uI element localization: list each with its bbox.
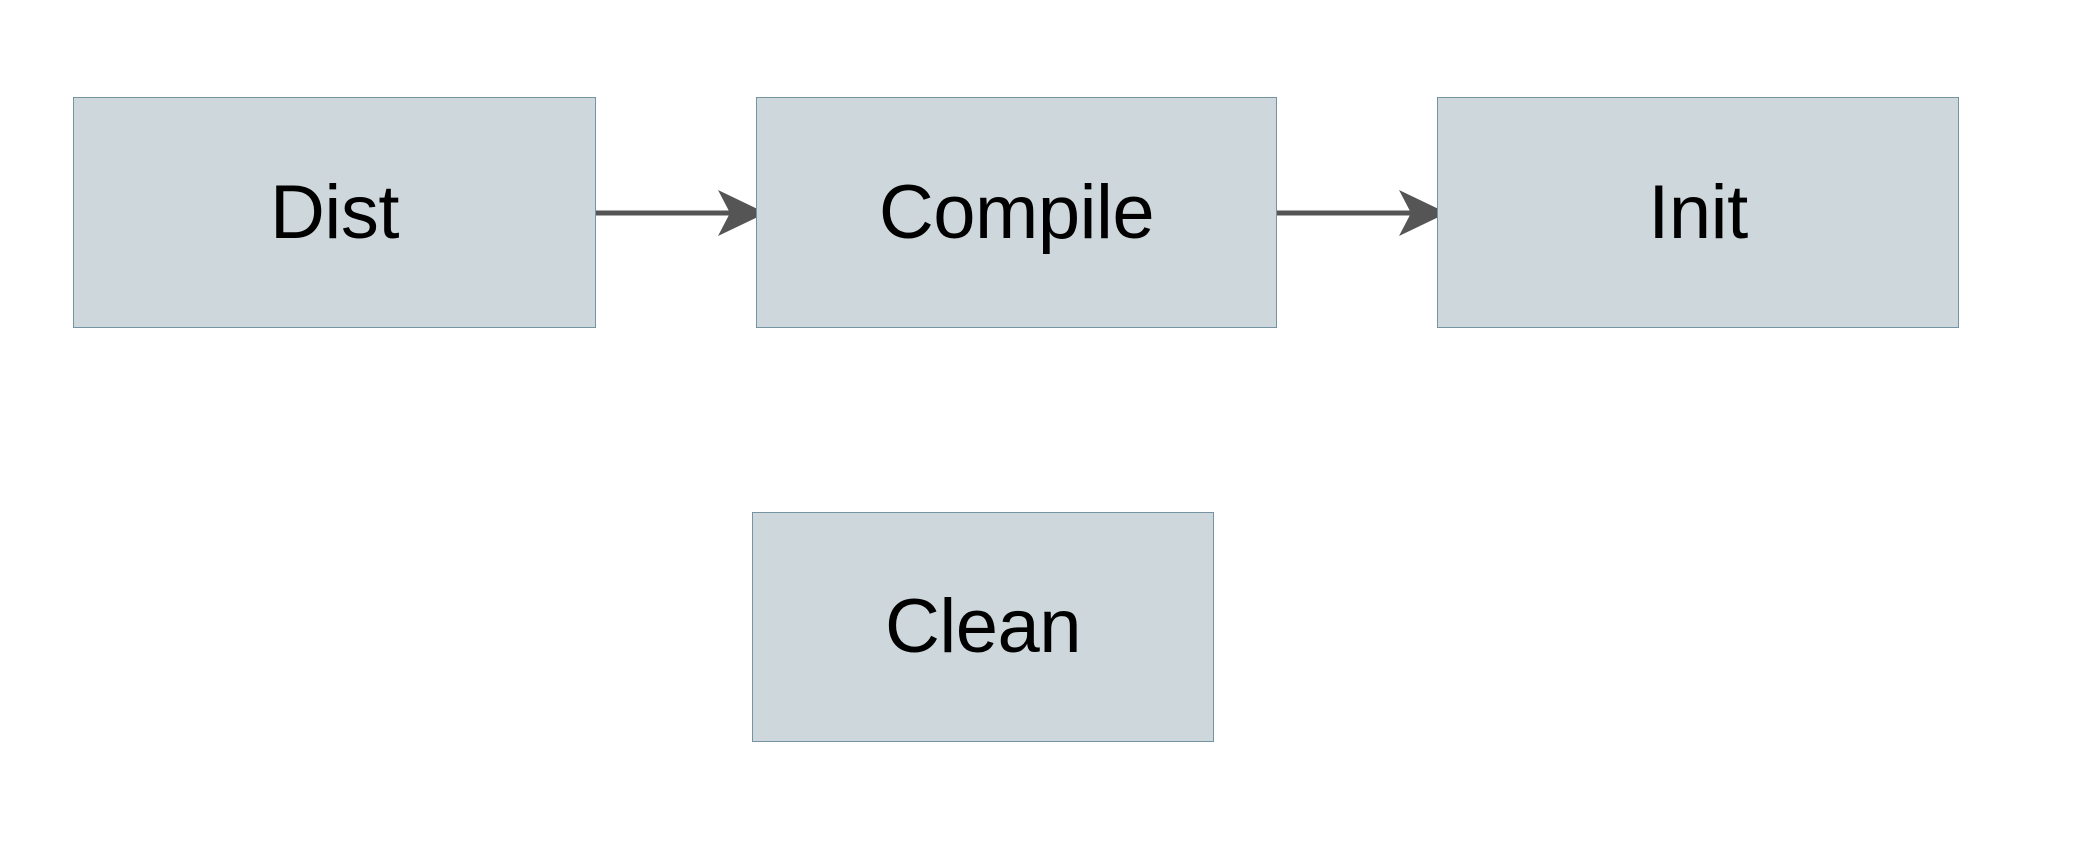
arrowhead-icon	[1399, 190, 1447, 236]
node-compile-label: Compile	[878, 169, 1155, 255]
node-init-label: Init	[1648, 169, 1748, 255]
node-clean-label: Clean	[884, 584, 1082, 669]
node-dist[interactable]: Dist	[73, 97, 596, 328]
edge-compile-to-init[interactable]	[1271, 178, 1447, 248]
arrowhead-icon	[718, 190, 766, 236]
node-init[interactable]: Init	[1437, 97, 1959, 328]
node-compile[interactable]: Compile	[756, 97, 1277, 328]
edge-dist-to-compile[interactable]	[590, 178, 766, 248]
node-clean[interactable]: Clean	[752, 512, 1214, 742]
node-dist-label: Dist	[270, 169, 399, 255]
